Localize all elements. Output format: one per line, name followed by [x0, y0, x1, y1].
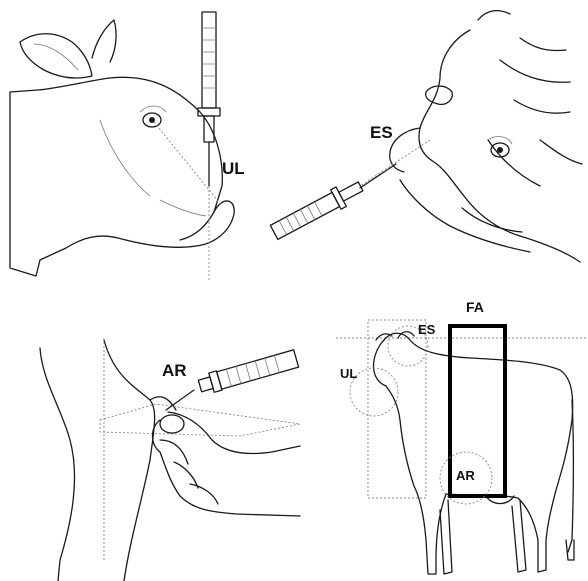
label-ar-cow: AR — [456, 468, 475, 483]
panel-bottom-right-cow-zones: FA ES UL AR — [336, 299, 588, 574]
label-es-top: ES — [370, 123, 393, 142]
label-ar-bottom: AR — [162, 361, 187, 380]
label-es-cow: ES — [418, 322, 436, 337]
label-fa: FA — [466, 299, 484, 315]
panel-top-right-cow-head: ES — [269, 11, 582, 262]
panel-bottom-left-leg-injection: AR — [40, 338, 300, 581]
panel-top-left-cow-head: UL — [10, 12, 245, 282]
label-ul-top: UL — [222, 159, 245, 178]
label-ul-cow: UL — [340, 366, 357, 381]
